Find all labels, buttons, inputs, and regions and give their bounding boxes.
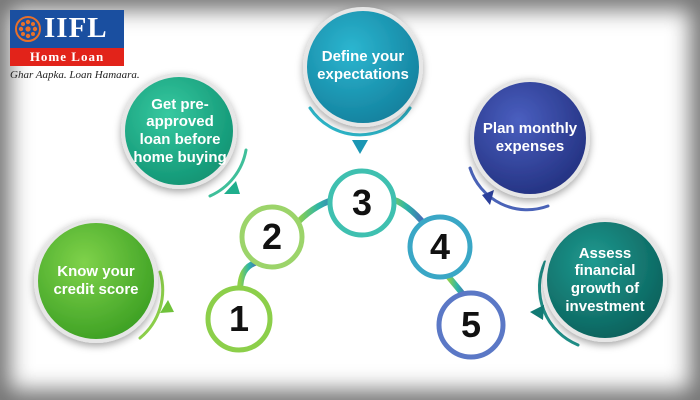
step-4-number: 4 bbox=[429, 226, 451, 267]
step-5-label: Assess financial growth of investment bbox=[565, 244, 645, 315]
step-2-number: 2 bbox=[261, 216, 283, 257]
step-1-label: Know your credit score bbox=[53, 263, 139, 298]
step-3-number: 3 bbox=[351, 182, 373, 223]
step-bubbles bbox=[34, 7, 667, 343]
lotus-icon bbox=[15, 16, 41, 42]
number-circles bbox=[205, 168, 506, 360]
step-1-bubble bbox=[34, 219, 158, 343]
logo-tagline: Ghar Aapka. Loan Hamaara. bbox=[10, 69, 140, 81]
step-2-label: Get pre-approved loan before home buying bbox=[133, 95, 227, 166]
iifl-logo: IIFL Home Loan Ghar Aapka. Loan Hamaara. bbox=[10, 10, 140, 81]
number-circle-1 bbox=[205, 285, 273, 353]
step-5-number: 5 bbox=[460, 304, 482, 345]
number-circle-5 bbox=[436, 290, 506, 360]
number-circle-2 bbox=[239, 204, 305, 270]
step-4-bubble bbox=[470, 78, 590, 198]
step-3-label: Define your expectations bbox=[317, 48, 409, 83]
logo-product: Home Loan bbox=[10, 48, 124, 66]
step-3-bubble bbox=[303, 7, 423, 127]
step-5-bubble bbox=[543, 218, 667, 342]
step-4-label: Plan monthly expenses bbox=[482, 120, 578, 155]
step-1-number: 1 bbox=[228, 298, 250, 339]
logo-box: IIFL Home Loan bbox=[10, 10, 124, 66]
number-circle-4 bbox=[407, 214, 473, 280]
logo-brand: IIFL bbox=[44, 12, 108, 44]
step-2-bubble bbox=[121, 73, 237, 189]
number-circle-3 bbox=[327, 168, 397, 238]
bubble-arcs bbox=[138, 106, 580, 347]
